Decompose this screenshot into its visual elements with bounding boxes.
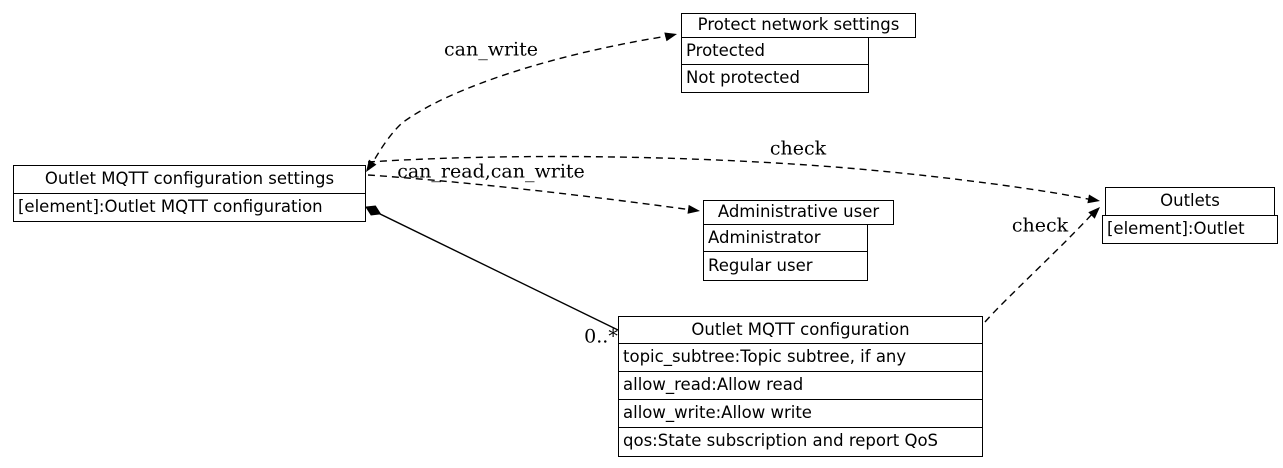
node-config-row-topic-subtree: topic_subtree:Topic subtree, if any [618,342,983,372]
node-config-row-allow-write: allow_write:Allow write [618,398,983,428]
edge-label-can-write: can_write [443,38,539,61]
edge-check-settings-outlets-line [367,155,1093,201]
node-protect-title: Protect network settings [681,13,916,38]
edge-can-write-line [368,35,669,170]
node-config-row-qos: qos:State subscription and report QoS [618,426,983,457]
node-admin-row-administrator: Administrator [703,223,868,253]
edge-label-check-bottom: check [1011,214,1069,237]
arrowhead-into-protect [664,32,677,42]
composition-diamond [365,205,382,216]
node-settings-title: Outlet MQTT configuration settings [13,165,366,194]
edge-can-read-can-write-line [367,174,693,211]
edge-check-config-outlets-line [984,211,1095,323]
node-protect-row-protected: Protected [681,36,869,66]
edge-label-can-read-can-write: can_read,can_write [397,160,585,183]
node-admin-title: Administrative user [703,200,894,225]
arrowhead-into-admin [687,204,700,214]
node-admin-row-regular-user: Regular user [703,251,868,281]
node-outlets-row-element: [element]:Outlet [1102,214,1278,244]
edge-label-check-top: check [769,137,827,160]
arrowhead-into-settings [366,159,377,172]
node-protect-row-not-protected: Not protected [681,64,869,93]
node-config-title: Outlet MQTT configuration [618,316,983,344]
arrowhead-check-into-outlets-bottom [1088,207,1100,219]
node-config-row-allow-read: allow_read:Allow read [618,370,983,400]
edge-composition-line [375,211,619,331]
node-settings-row-element: [element]:Outlet MQTT configuration [13,192,366,222]
edge-label-multiplicity: 0..* [584,325,618,348]
arrowhead-check-into-outlets-top [1087,194,1100,204]
node-outlets-title: Outlets [1105,187,1275,216]
